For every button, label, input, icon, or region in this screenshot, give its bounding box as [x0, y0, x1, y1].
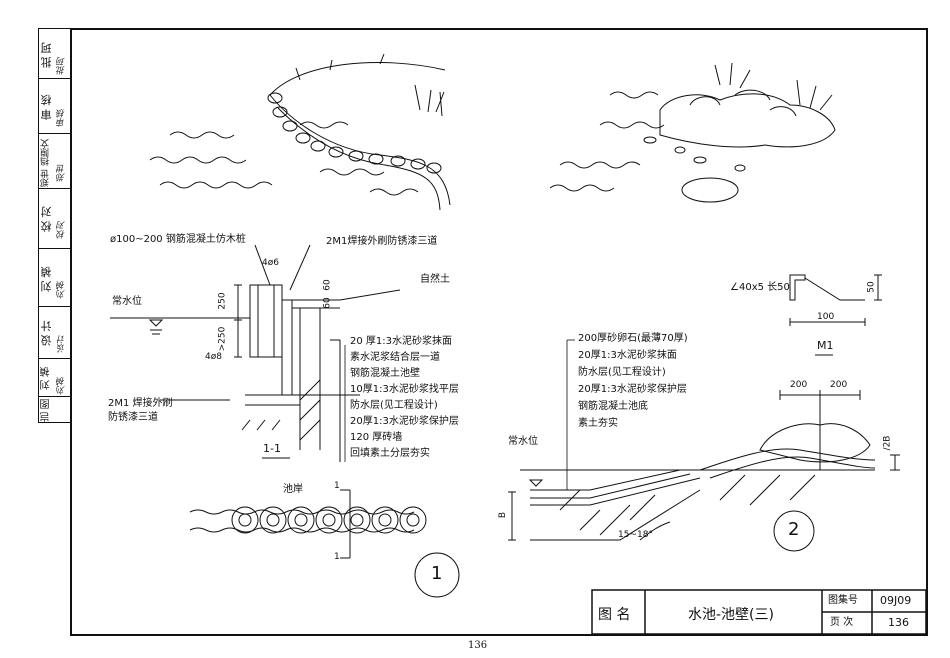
section-1-layer-list: 20 厚1:3水泥砂浆抹面 素水泥浆结合层一道 钢筋混凝土池壁 10厚1:3水泥… [350, 336, 459, 464]
wave-sketch-left [149, 121, 419, 196]
sidebar-cell-proof: 校 对 校对 [39, 189, 71, 249]
angle-steel-label: ∠40x5 长50 [730, 282, 790, 293]
natural-soil-label: 自然土 [420, 274, 450, 285]
m1-tag: M1 [817, 339, 834, 352]
rebar-top-label: 4ø6 [262, 258, 279, 268]
dim-250: 250 [217, 292, 228, 310]
cut-mark-top: 1 [334, 481, 340, 491]
detail-number-1: 1 [431, 563, 443, 584]
title-name-label: 图 名 [598, 607, 631, 623]
title-block-lines [591, 589, 927, 635]
layer-item: 回填素土分层夯实 [350, 448, 430, 459]
layer-item: 200厚砂卵石(最薄70厚) [578, 333, 688, 344]
page-number-cell: 136 [888, 616, 909, 629]
dim-60b: 60 [322, 297, 333, 309]
dim-2b: /2B [882, 435, 893, 451]
section-2-linework [508, 390, 900, 552]
leader-lines [344, 339, 575, 490]
weld-label-2-line2: 防锈漆三道 [108, 412, 158, 423]
section-2-layer-list: 200厚砂卵石(最薄70厚) 20厚1:3水泥砂浆抹面 防水层(见工程设计) 2… [578, 333, 688, 435]
sidebar-cell-liu2: 刘 禎 刘禎 [39, 359, 71, 397]
layer-item: 20厚1:3水泥砂浆抹面 [578, 350, 677, 361]
cut-mark-bottom: 1 [334, 552, 340, 562]
layer-item: 20 厚1:3水泥砂浆抹面 [350, 336, 452, 347]
dim-gt250: >250 [217, 326, 228, 352]
shore-label: 池岸 [283, 484, 303, 495]
weld-label-2-line1: 2M1 焊接外刷 [108, 398, 173, 409]
section-tag-1-1: 1-1 [263, 442, 281, 455]
page-number: 136 [468, 640, 488, 651]
atlas-number-label: 图集号 [828, 595, 858, 606]
page-label: 页 次 [830, 617, 854, 628]
rebar-bottom-label: 4ø8 [205, 352, 222, 362]
weld-label: 2M1焊接外刷防锈漆三道 [326, 236, 438, 247]
rock-shore-sketch [549, 62, 836, 203]
layer-item: 20厚1:3水泥砂浆保护层 [350, 416, 459, 427]
pile-label: ø100~200 钢筋混凝土仿木桩 [110, 234, 246, 245]
slope-label: 15~18° [618, 530, 653, 540]
sidebar-cell-check1: 郑世 挡隙文 郑世 [39, 134, 71, 189]
sidebar-cell-design: 设 计 设计 [39, 307, 71, 359]
detail-number-2: 2 [788, 519, 800, 540]
dim-50: 50 [866, 281, 877, 293]
layer-item: 素土夯实 [578, 418, 618, 429]
water-level-label-1: 常水位 [112, 296, 142, 307]
sidebar-cell-liu1: 刘 禎 刘禎 [39, 249, 71, 307]
sidebar-cell-review: 审 核 审核 [39, 79, 71, 134]
layer-item: 10厚1:3水泥砂浆找平层 [350, 384, 459, 395]
layer-item: 120 厚砖墙 [350, 432, 403, 443]
drawing-frame [70, 28, 928, 636]
dim-100: 100 [817, 312, 835, 322]
layer-item: 钢筋混凝土池底 [578, 401, 648, 412]
atlas-number: 09J09 [880, 594, 912, 607]
plan-1-linework [189, 489, 460, 598]
layer-item: 素水泥浆结合层一道 [350, 352, 440, 363]
layer-item: 20厚1:3水泥砂浆保护层 [578, 384, 687, 395]
timber-pile-sketch [267, 53, 451, 211]
dim-200a: 200 [790, 380, 808, 390]
sidebar-cell-approve: 批 珂 批珂 [39, 29, 71, 79]
dim-60a: 60 [322, 279, 333, 291]
layer-item: 防水层(见工程设计) [578, 367, 666, 378]
m1-angle-linework [789, 274, 882, 356]
dim-b: B [498, 511, 509, 519]
dim-200b: 200 [830, 380, 848, 390]
layer-item: 防水层(见工程设计) [350, 400, 438, 411]
layer-item: 钢筋混凝土池壁 [350, 368, 420, 379]
drawing-title: 水池-池壁(三) [688, 607, 774, 623]
water-level-label-2: 常水位 [508, 436, 538, 447]
section-1-1-linework [110, 244, 401, 462]
